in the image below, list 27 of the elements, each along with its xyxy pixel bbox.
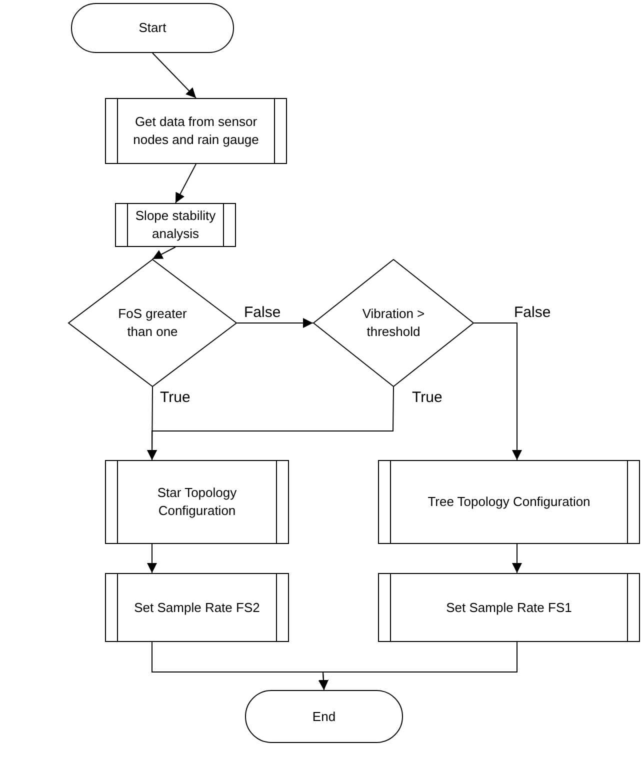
- arrow: [318, 642, 518, 690]
- decision-diamond: [313, 259, 474, 387]
- node-label: Set Sample Rate FS1: [446, 598, 572, 616]
- node-label: Vibration > threshold: [361, 305, 426, 341]
- predefined-process-box: [115, 203, 236, 247]
- arrow: [236, 318, 314, 328]
- predefined-process-box: [105, 460, 289, 544]
- arrow: [175, 164, 196, 204]
- node-label: Slope stability analysis: [134, 207, 217, 243]
- arrow: [152, 52, 196, 98]
- node-label: End: [312, 708, 336, 726]
- node-label: Get data from sensor nodes and rain gauge: [132, 113, 260, 149]
- node-label: Set Sample Rate FS2: [134, 598, 260, 616]
- node-label: Star Topology Configuration: [156, 484, 238, 520]
- arrow: [474, 322, 522, 460]
- node-label: Tree Topology Configuration: [428, 493, 590, 511]
- node-label: FoS greater than one: [117, 305, 188, 341]
- node-label: Start: [138, 19, 166, 37]
- predefined-process-box: [378, 573, 640, 642]
- predefined-process-box: [105, 573, 289, 642]
- predefined-process-box: [378, 460, 640, 544]
- arrow: [152, 246, 176, 260]
- arrow: [147, 386, 394, 460]
- arrow: [512, 544, 522, 574]
- decision-diamond: [68, 259, 237, 387]
- predefined-process-box: [105, 98, 287, 164]
- arrow: [147, 544, 157, 574]
